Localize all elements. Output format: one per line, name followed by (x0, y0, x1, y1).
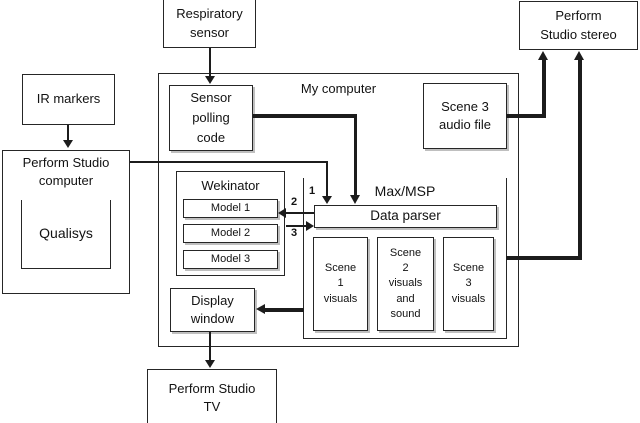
arrowhead-left-icon (256, 304, 265, 314)
edge-parser-to-model1-line (286, 212, 314, 214)
sensor-polling-code-box: Sensor polling code (169, 85, 253, 151)
edge-audiofile-to-stereo-v (542, 59, 546, 118)
arrowhead-down-icon (205, 76, 215, 84)
respiratory-sensor-box: Respiratory sensor (163, 0, 256, 48)
edge-irmarkers-to-computer-line (67, 125, 69, 141)
edge-label-1: 1 (308, 185, 316, 197)
edge-label-2: 2 (290, 196, 298, 208)
arrowhead-down-icon (205, 360, 215, 368)
model-2-box: Model 2 (183, 224, 278, 243)
max-msp-label: Max/MSP (374, 183, 436, 199)
data-parser-box: Data parser (314, 205, 497, 228)
display-window-box: Display window (170, 288, 255, 332)
edge-maxmsp-to-stereo-v (578, 59, 582, 260)
ir-markers-box: IR markers (22, 74, 115, 125)
edge-maxmsp-to-display-line (264, 308, 304, 312)
edge-audiofile-to-stereo-h (505, 114, 546, 118)
qualisys-box: Qualisys (21, 200, 111, 269)
perform-studio-tv-box: Perform Studio TV (147, 369, 277, 423)
perform-studio-stereo-box: Perform Studio stereo (519, 1, 638, 50)
edge-wekinator-to-parser-line (286, 225, 307, 227)
edge-respiratory-to-polling-line (209, 48, 211, 77)
arrowhead-down-icon (322, 196, 332, 204)
my-computer-label: My computer (300, 81, 377, 96)
wekinator-label: Wekinator (201, 178, 260, 193)
arrowhead-down-icon (349, 195, 360, 204)
edge-display-to-tv-line (209, 332, 211, 361)
arrowhead-left-icon (278, 208, 286, 218)
edge-polling-to-parser-v (353, 114, 357, 195)
scene3-audio-file-box: Scene 3 audio file (423, 83, 507, 149)
edge-computer-to-parser-h (130, 161, 328, 163)
edge-polling-to-parser-h (253, 114, 357, 118)
scene-3-visuals-box: Scene 3 visuals (443, 237, 494, 331)
edge-maxmsp-to-stereo-h (505, 256, 582, 260)
arrowhead-up-icon (538, 51, 548, 60)
scene-1-visuals-box: Scene 1 visuals (313, 237, 368, 331)
model-3-box: Model 3 (183, 250, 278, 269)
scene-2-visuals-sound-box: Scene 2 visuals and sound (377, 237, 434, 331)
perform-studio-computer-label: Perform Studio computer (22, 155, 110, 189)
arrowhead-down-icon (63, 140, 73, 148)
arrowhead-up-icon (574, 51, 584, 60)
model-1-box: Model 1 (183, 199, 278, 218)
edge-label-3: 3 (290, 227, 298, 239)
arrowhead-right-icon (306, 221, 314, 231)
edge-computer-to-parser-v (326, 161, 328, 197)
